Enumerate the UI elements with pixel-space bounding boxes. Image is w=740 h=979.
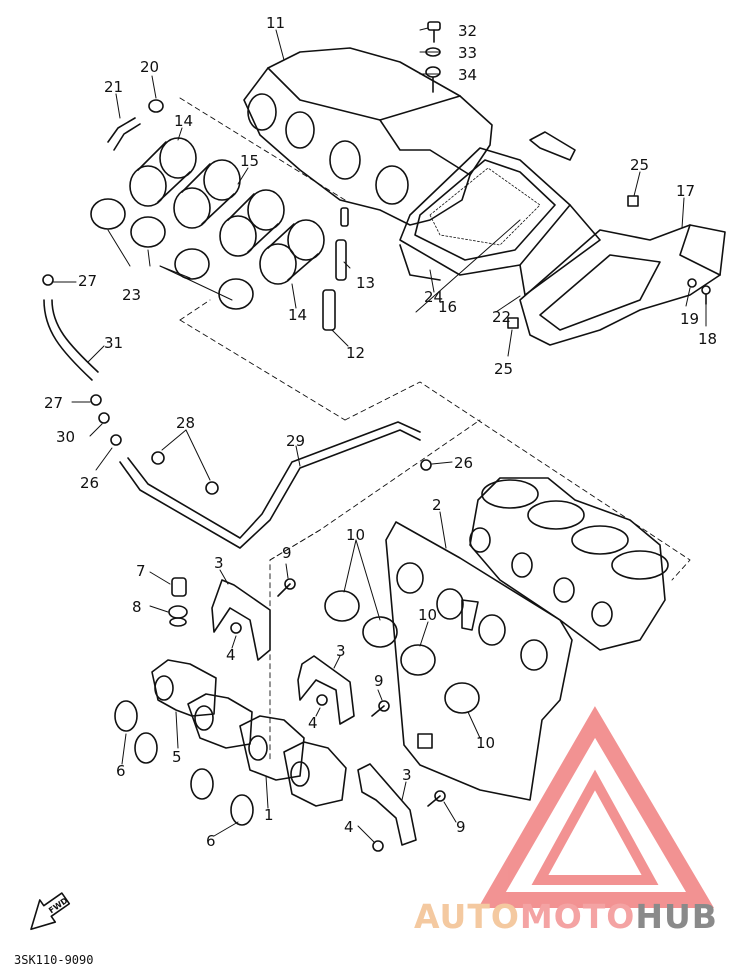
callout-12[interactable]: 12: [346, 344, 365, 362]
holder-plate: [385, 521, 573, 801]
callout-27b[interactable]: 27: [44, 394, 63, 412]
callout-9c[interactable]: 9: [456, 818, 466, 836]
watermark-brand: AUTOMOTOHUB: [414, 897, 718, 936]
callout-25a[interactable]: 25: [630, 156, 649, 174]
callout-25b[interactable]: 25: [494, 360, 513, 378]
side-cover: [519, 224, 726, 346]
intake-joints: [129, 137, 325, 285]
callout-1[interactable]: 1: [264, 806, 274, 824]
carburetor-joints: [151, 659, 347, 807]
callout-17[interactable]: 17: [676, 182, 695, 200]
callout-3c[interactable]: 3: [402, 766, 412, 784]
callout-10b[interactable]: 10: [418, 606, 437, 624]
callout-24[interactable]: 24: [424, 288, 443, 306]
automotohub-logo-mark: [478, 706, 715, 908]
callout-2[interactable]: 2: [432, 496, 442, 514]
callout-6a[interactable]: 6: [116, 762, 126, 780]
callout-15[interactable]: 15: [240, 152, 259, 170]
breather-hose: [42, 274, 122, 446]
carburetor-assembly: [469, 477, 669, 651]
callout-33[interactable]: 33: [458, 44, 477, 62]
callout-32[interactable]: 32: [458, 22, 477, 40]
air-filter-case: [243, 47, 493, 226]
grommet-19: [687, 278, 697, 288]
bolt-18: [701, 285, 711, 305]
callout-14a[interactable]: 14: [174, 112, 193, 130]
callout-4a[interactable]: 4: [226, 646, 236, 664]
callout-29[interactable]: 29: [286, 432, 305, 450]
cap-20: [148, 99, 164, 113]
brackets-3: [211, 579, 417, 846]
band-8: [168, 605, 188, 627]
callout-5[interactable]: 5: [172, 748, 182, 766]
callout-34[interactable]: 34: [458, 66, 477, 84]
callout-20[interactable]: 20: [140, 58, 159, 76]
callout-8[interactable]: 8: [132, 598, 142, 616]
part-code: 3SK110-9090: [14, 953, 93, 967]
clamps-10: [324, 590, 480, 714]
callout-21[interactable]: 21: [104, 78, 123, 96]
callout-9a[interactable]: 9: [282, 544, 292, 562]
air-filter-element: [399, 147, 601, 296]
bolts-9: [277, 578, 446, 807]
callout-4c[interactable]: 4: [344, 818, 354, 836]
callout-30[interactable]: 30: [56, 428, 75, 446]
forward-arrow[interactable]: [20, 887, 73, 936]
callout-14b[interactable]: 14: [288, 306, 307, 324]
watermark-auto: AUTO: [414, 897, 520, 936]
callout-labels: 11 32 33 34 20 21 14 15 25 17 27 23 14 1…: [44, 14, 717, 850]
callout-26a[interactable]: 26: [80, 474, 99, 492]
bracket-25: [627, 195, 639, 207]
screws-4: [230, 622, 384, 852]
leader-lines: [51, 27, 707, 843]
bracket-24-clip: [529, 131, 576, 161]
callout-11[interactable]: 11: [266, 14, 285, 32]
tube-12: [322, 207, 349, 331]
callout-19[interactable]: 19: [680, 310, 699, 328]
screw-32: [427, 21, 441, 43]
callout-6b[interactable]: 6: [206, 832, 216, 850]
callout-23[interactable]: 23: [122, 286, 141, 304]
clip-25b: [507, 317, 519, 329]
callout-31[interactable]: 31: [104, 334, 123, 352]
callout-10c[interactable]: 10: [476, 734, 495, 752]
callout-4b[interactable]: 4: [308, 714, 318, 732]
grommet-34: [425, 66, 441, 93]
o-rings-6: [114, 700, 254, 826]
callout-27a[interactable]: 27: [78, 272, 97, 290]
callout-26b[interactable]: 26: [454, 454, 473, 472]
callout-10a[interactable]: 10: [346, 526, 365, 544]
callout-22[interactable]: 22: [492, 308, 511, 326]
callout-9b[interactable]: 9: [374, 672, 384, 690]
guide-lines: [179, 97, 691, 761]
cap-7: [171, 577, 187, 597]
callout-7[interactable]: 7: [136, 562, 146, 580]
watermark-hub: HUB: [635, 897, 718, 936]
callout-3b[interactable]: 3: [336, 642, 346, 660]
callout-13[interactable]: 13: [356, 274, 375, 292]
callout-3a[interactable]: 3: [214, 554, 224, 572]
hose-29: [119, 421, 432, 549]
watermark-moto: MOTO: [520, 897, 635, 936]
hose-21: [107, 117, 141, 151]
callout-18[interactable]: 18: [698, 330, 717, 348]
callout-28[interactable]: 28: [176, 414, 195, 432]
callout-16[interactable]: 16: [438, 298, 457, 316]
